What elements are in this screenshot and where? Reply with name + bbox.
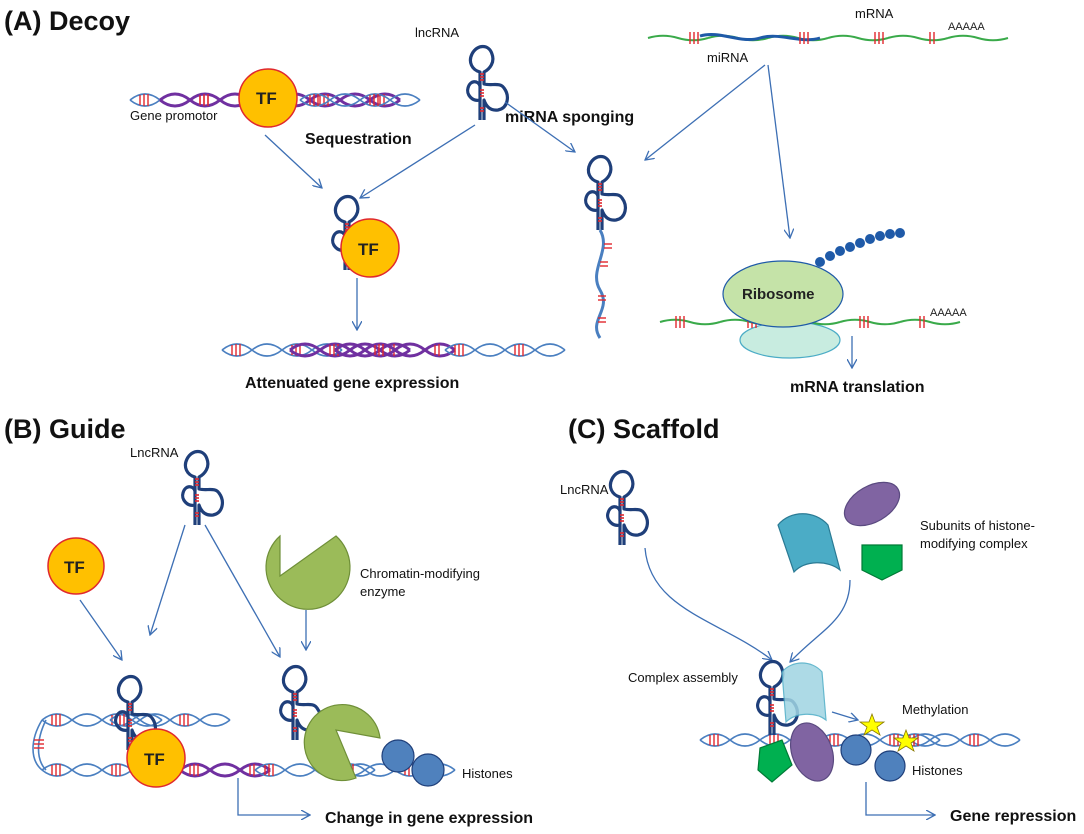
sequestration-label: Sequestration — [305, 131, 412, 148]
panel-a-decoy: (A) Decoy TF Gene promotor lncRNA Seques… — [4, 6, 1009, 396]
green-subunit — [861, 544, 903, 581]
arrow-lncrna-to-tf-complex — [150, 524, 186, 635]
complex-assembly-label: Complex assembly — [628, 670, 738, 685]
mirna-sponging-label: miRNA sponging — [505, 109, 634, 126]
panel-c-scaffold: (C) Scaffold LncRNA Subunits of histone-… — [560, 414, 1076, 825]
histones-label-b: Histones — [462, 766, 513, 781]
translation-label: mRNA translation — [790, 379, 925, 396]
arrow-change-expression — [237, 778, 310, 815]
change-expression-label: Change in gene expression — [325, 810, 533, 827]
histones-label-c: Histones — [912, 763, 963, 778]
lncrna-structure-b — [181, 449, 224, 527]
tf-circle-bound-b — [126, 728, 186, 788]
histone-b-2 — [411, 753, 445, 787]
chromatin-enzyme — [265, 534, 351, 610]
green-assembled — [757, 739, 793, 783]
arrow-lncrna-to-assembly — [644, 547, 772, 660]
cylinder-subunit — [777, 513, 842, 574]
tf-label-bound-b: TF — [144, 750, 165, 769]
arrow-subunits-to-assembly — [790, 579, 851, 662]
arrow-gene-repression — [865, 782, 935, 815]
lncrna-structure — [466, 44, 509, 122]
tf-circle-b — [47, 537, 105, 595]
mrna-strand-top: AAAAA — [647, 21, 1009, 44]
peptide-chain — [815, 228, 905, 267]
panel-b-title: (B) Guide — [4, 414, 126, 444]
ribosome-large-subunit — [722, 260, 844, 328]
svg-text:AAAAA: AAAAA — [930, 307, 967, 319]
cylinder-assembled — [781, 662, 827, 724]
lncrna-label: lncRNA — [415, 25, 459, 40]
tf-label: TF — [256, 89, 277, 108]
ribosome-group: AAAAA Ribosome — [659, 228, 967, 359]
attenuated-label: Attenuated gene expression — [245, 375, 459, 392]
ribosome-label: Ribosome — [742, 286, 815, 303]
arrow-promotor-to-complex — [264, 134, 322, 188]
subunits-label-line2: modifying complex — [920, 536, 1028, 551]
dna-loop-b — [32, 713, 456, 778]
tf-circle-bound — [340, 218, 400, 278]
purple-assembled — [789, 722, 835, 782]
arrow-methylation — [831, 711, 858, 720]
panel-b-guide: (B) Guide LncRNA TF Chromatin-modifying … — [4, 414, 533, 827]
attenuated-dna — [221, 342, 566, 358]
enzyme-label-line2: enzyme — [360, 584, 406, 599]
panel-c-title: (C) Scaffold — [568, 414, 720, 444]
tf-label-bound: TF — [358, 240, 379, 259]
arrow-mirna-to-ribosome — [767, 64, 790, 238]
histone-b-1 — [381, 739, 415, 773]
subunits-label-line1: Subunits of histone- — [920, 518, 1035, 533]
arrow-lncrna-to-complex — [360, 124, 476, 198]
enzyme-label-line1: Chromatin-modifying — [360, 566, 480, 581]
lncrna-label-c: LncRNA — [560, 482, 609, 497]
svg-text:AAAAA: AAAAA — [948, 21, 985, 33]
mrna-label: mRNA — [855, 6, 894, 21]
purple-subunit — [843, 481, 901, 527]
arrow-lncrna-to-sponge — [504, 101, 575, 152]
methylation-label: Methylation — [902, 702, 968, 717]
methyl-star-2 — [892, 728, 920, 752]
arrow-lncrna-to-enzyme-complex — [204, 524, 280, 657]
arrow-tf-down — [79, 599, 122, 660]
mirna-label: miRNA — [707, 50, 748, 65]
tf-circle — [238, 68, 298, 128]
panel-a-title: (A) Decoy — [4, 6, 130, 36]
lncrna-structure-c — [606, 469, 649, 547]
gene-promotor-label: Gene promotor — [130, 108, 218, 123]
gene-repression-label: Gene repression — [950, 808, 1076, 825]
sponge-tail — [595, 229, 605, 339]
sponge-lncrna — [584, 154, 627, 232]
histone-c-2 — [874, 750, 906, 782]
lncrna-label-b: LncRNA — [130, 445, 179, 460]
arrow-mirna-to-sponge — [645, 64, 766, 160]
enzyme-bound — [303, 703, 381, 782]
methyl-star-1 — [858, 712, 886, 736]
histone-c-1 — [840, 734, 872, 766]
tf-label-b: TF — [64, 558, 85, 577]
